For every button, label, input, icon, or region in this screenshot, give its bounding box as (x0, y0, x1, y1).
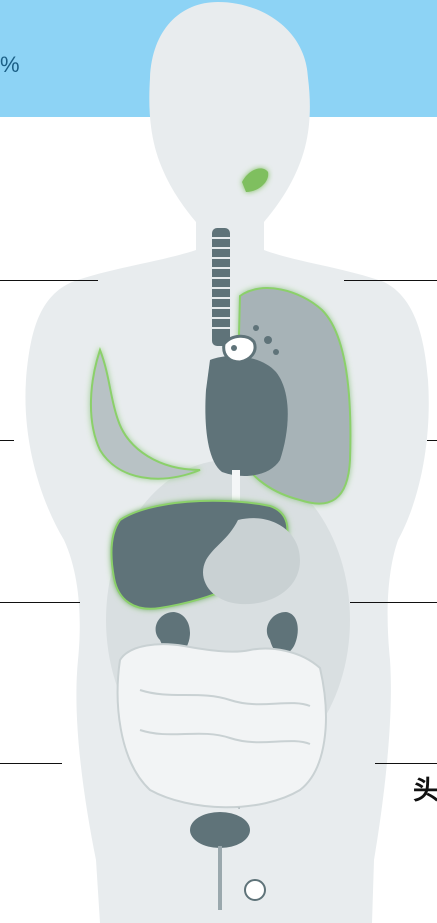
guide-line-right-3 (350, 602, 437, 603)
guide-line-left-4 (0, 763, 62, 764)
guide-line-left-2 (0, 440, 14, 441)
cut-off-label: 头 (413, 770, 437, 807)
guide-line-right-1 (344, 280, 437, 281)
guide-line-right-4 (375, 763, 437, 764)
intestine-icon (118, 644, 326, 807)
trachea-icon (212, 228, 230, 346)
guide-line-right-2 (427, 440, 437, 441)
guide-line-left-1 (0, 280, 98, 281)
guide-line-left-3 (0, 602, 80, 603)
